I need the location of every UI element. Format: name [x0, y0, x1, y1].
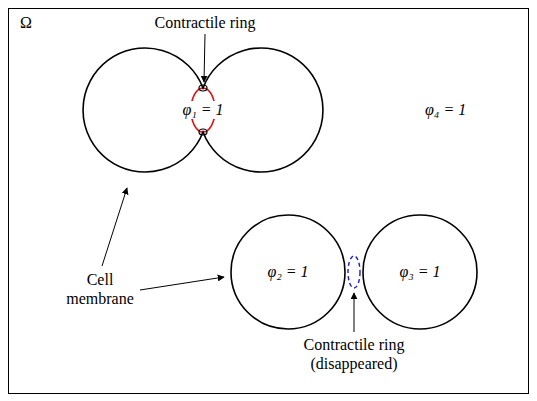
cell-membrane	[83, 48, 323, 172]
leader-line	[204, 34, 205, 82]
daughter-cell: φ₃ = 1	[362, 214, 478, 330]
cell-membrane	[231, 215, 345, 329]
dividing-cell: φ₁ = 1	[83, 48, 323, 172]
phase-label: φ₃ = 1	[397, 263, 442, 281]
leader-line	[102, 188, 127, 266]
callout-label: Contractile ring (disappeared)	[292, 335, 417, 373]
phase-label: φ₁ = 1	[180, 101, 225, 119]
callout-label: Cell membrane	[60, 270, 140, 308]
phase-label: φ₄ = 1	[425, 101, 466, 119]
callout-label: Contractile ring	[155, 13, 256, 32]
domain-box: Ωφ₄ = 1 φ₁ = 1 φ₂ = 1 φ₃ = 1	[8, 8, 529, 394]
domain-symbol: Ω	[20, 14, 32, 32]
phase-label: φ₂ = 1	[265, 263, 310, 281]
daughter-cell: φ₂ = 1	[230, 214, 346, 330]
disappeared-ring	[348, 256, 360, 288]
leader-line	[140, 277, 224, 290]
cell-membrane	[363, 215, 477, 329]
leader-line	[354, 293, 355, 332]
